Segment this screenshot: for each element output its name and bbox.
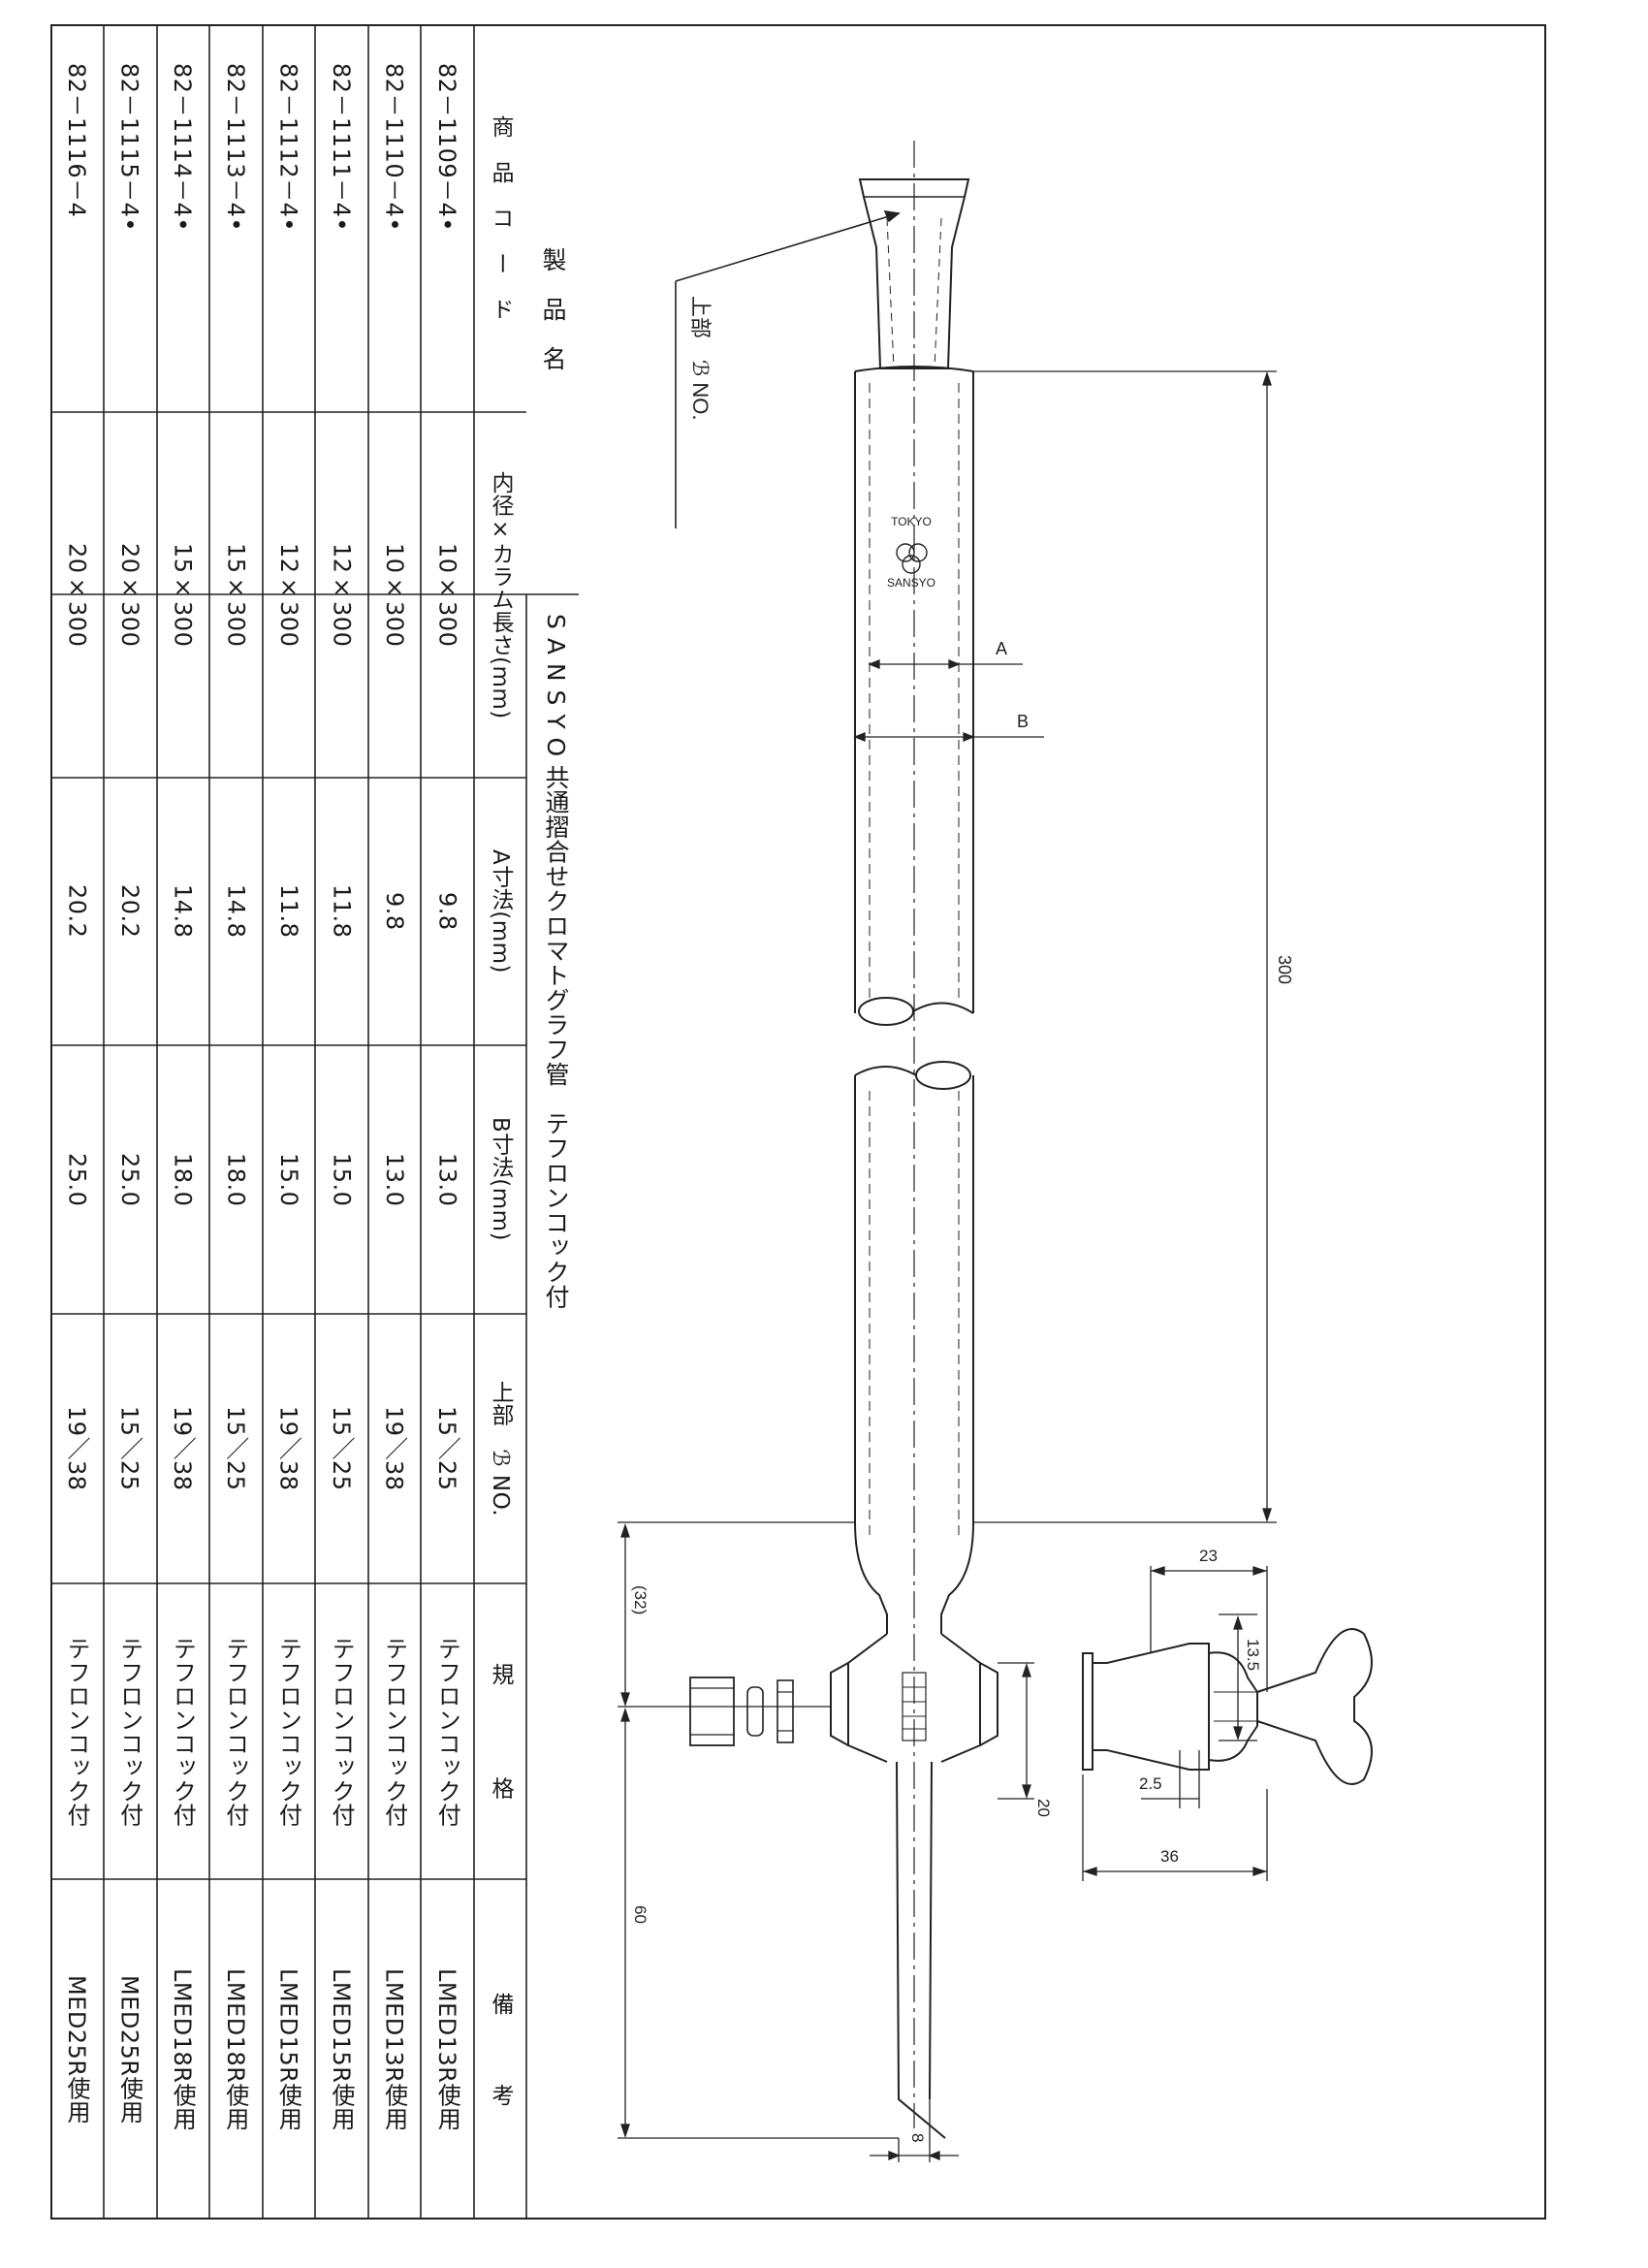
dim-32: (32) [631, 1585, 650, 1614]
cell-b-dimension: 13.0 [381, 1152, 409, 1207]
product-title: S A N S Y O 共通摺合せクロマトグラフ管 テフロンコック付 [542, 614, 570, 1310]
header-joint-no: 上部 ℬ NO. [488, 1380, 513, 1517]
header-spec: 規 格 [488, 1663, 513, 1800]
logo-top-text: TOKYO [891, 515, 932, 528]
cell-size: 12×300 [274, 542, 302, 648]
cell-a-dimension: 14.8 [222, 884, 250, 939]
technical-drawing: TOKYO SANSYO A B 300 上部 ℬ NO. [618, 141, 1373, 2162]
cell-remarks: MED25R使用 [115, 1974, 143, 2124]
cell-product-code: 82－1113－4• [221, 63, 249, 233]
label-b: B [1017, 712, 1029, 731]
cell-b-dimension: 25.0 [63, 1152, 91, 1207]
cell-a-dimension: 14.8 [169, 884, 197, 939]
outlet-tip [896, 1761, 946, 2139]
stopcock-bore [902, 1672, 927, 1741]
product-name-header: 製 品 名 [526, 24, 579, 594]
cell-b-dimension: 25.0 [116, 1152, 144, 1207]
upper-break [858, 997, 914, 1026]
cell-spec: テフロンコック付 [380, 1636, 408, 1827]
table-grid [50, 24, 579, 2220]
header-remarks: 備 考 [488, 1992, 513, 2107]
upper-tube [854, 366, 974, 1013]
cell-size: 20×300 [116, 542, 144, 648]
cell-remarks: LMED13R使用 [433, 1967, 461, 2131]
dim-300: 300 [1275, 955, 1294, 984]
cell-product-code: 82－1111－4• [327, 63, 355, 233]
cell-joint-no: 19／38 [169, 1406, 197, 1491]
dim-23: 23 [1199, 1547, 1218, 1565]
dim-36: 36 [1160, 1847, 1179, 1866]
logo-bottom-text: SANSYO [887, 576, 935, 590]
cell-spec: テフロンコック付 [221, 1636, 249, 1827]
cell-product-code: 82－1114－4• [169, 63, 197, 233]
cell-product-code: 82－1109－4• [433, 63, 461, 233]
dim-2-5: 2.5 [1139, 1774, 1162, 1793]
cell-product-code: 82－1112－4• [274, 63, 302, 233]
cell-b-dimension: 15.0 [274, 1152, 302, 1207]
cell-joint-no: 15／25 [115, 1406, 143, 1491]
header-product-code: 商 品 コ ー ド [488, 115, 513, 321]
stopcock-key [1082, 1652, 1093, 1771]
cell-remarks: LMED15R使用 [274, 1967, 302, 2131]
cell-size: 15×300 [222, 542, 250, 648]
cell-remarks: MED25R使用 [62, 1974, 90, 2124]
washer [746, 1686, 764, 1737]
cell-product-code: 82－1110－4• [380, 63, 408, 233]
cell-b-dimension: 13.0 [433, 1152, 461, 1207]
cell-a-dimension: 9.8 [433, 892, 461, 931]
dim-60: 60 [631, 1905, 650, 1924]
stopcock-body [847, 1633, 981, 1763]
cell-joint-no: 19／38 [274, 1406, 302, 1491]
cell-spec: テフロンコック付 [433, 1636, 461, 1827]
tokyo-sansyo-logo [896, 543, 928, 574]
lower-tube [854, 1075, 974, 1634]
o-ring [776, 1679, 794, 1743]
cell-a-dimension: 11.8 [328, 884, 356, 939]
cell-size: 20×300 [63, 542, 91, 648]
dim-8: 8 [908, 2133, 927, 2142]
cell-joint-no: 15／25 [433, 1406, 461, 1491]
header-b-dimension: B寸法(mm) [488, 1117, 513, 1242]
cell-joint-no: 15／25 [221, 1406, 249, 1491]
cell-spec: テフロンコック付 [274, 1636, 302, 1827]
cell-remarks: LMED15R使用 [327, 1967, 355, 2131]
cell-remarks: LMED18R使用 [221, 1967, 249, 2131]
outer-frame [50, 24, 1546, 2220]
spec-table: 製 品 名 S A N S Y O 共通摺合せクロマトグラフ管 テフロンコック付… [50, 24, 579, 2220]
dim-13-5: 13.5 [1244, 1639, 1262, 1671]
cell-b-dimension: 15.0 [328, 1152, 356, 1207]
title-cell: S A N S Y O 共通摺合せクロマトグラフ管 テフロンコック付 [526, 594, 579, 2220]
cell-a-dimension: 20.2 [63, 884, 91, 939]
cell-spec: テフロンコック付 [115, 1636, 143, 1827]
product-name-label: 製 品 名 [539, 247, 567, 371]
cell-joint-no: 19／38 [380, 1406, 408, 1491]
cell-a-dimension: 9.8 [381, 892, 409, 931]
cell-b-dimension: 18.0 [169, 1152, 197, 1207]
cell-size: 12×300 [328, 542, 356, 648]
upper-joint-label: 上部 ℬ NO. [688, 296, 713, 421]
cell-a-dimension: 20.2 [116, 884, 144, 939]
cell-remarks: LMED13R使用 [380, 1967, 408, 2131]
cell-spec: テフロンコック付 [169, 1636, 197, 1827]
cell-joint-no: 19／38 [62, 1406, 90, 1491]
dim-20: 20 [1034, 1799, 1053, 1817]
lower-break [915, 1061, 971, 1090]
cell-remarks: LMED18R使用 [169, 1967, 197, 2131]
header-size: 内径×カラム長さ(mm) [488, 470, 513, 719]
cell-product-code: 82－1116－4 [62, 63, 90, 218]
header-a-dimension: A寸法(mm) [488, 849, 513, 974]
label-a: A [996, 639, 1007, 658]
cell-spec: テフロンコック付 [327, 1636, 355, 1827]
cell-size: 10×300 [381, 542, 409, 648]
cell-spec: テフロンコック付 [62, 1636, 90, 1827]
cell-b-dimension: 18.0 [222, 1152, 250, 1207]
cell-joint-no: 15／25 [327, 1406, 355, 1491]
cell-a-dimension: 11.8 [274, 884, 302, 939]
cell-size: 15×300 [169, 542, 197, 648]
lock-nut [689, 1677, 735, 1746]
cell-product-code: 82－1115－4• [115, 63, 143, 233]
cell-size: 10×300 [433, 542, 461, 648]
